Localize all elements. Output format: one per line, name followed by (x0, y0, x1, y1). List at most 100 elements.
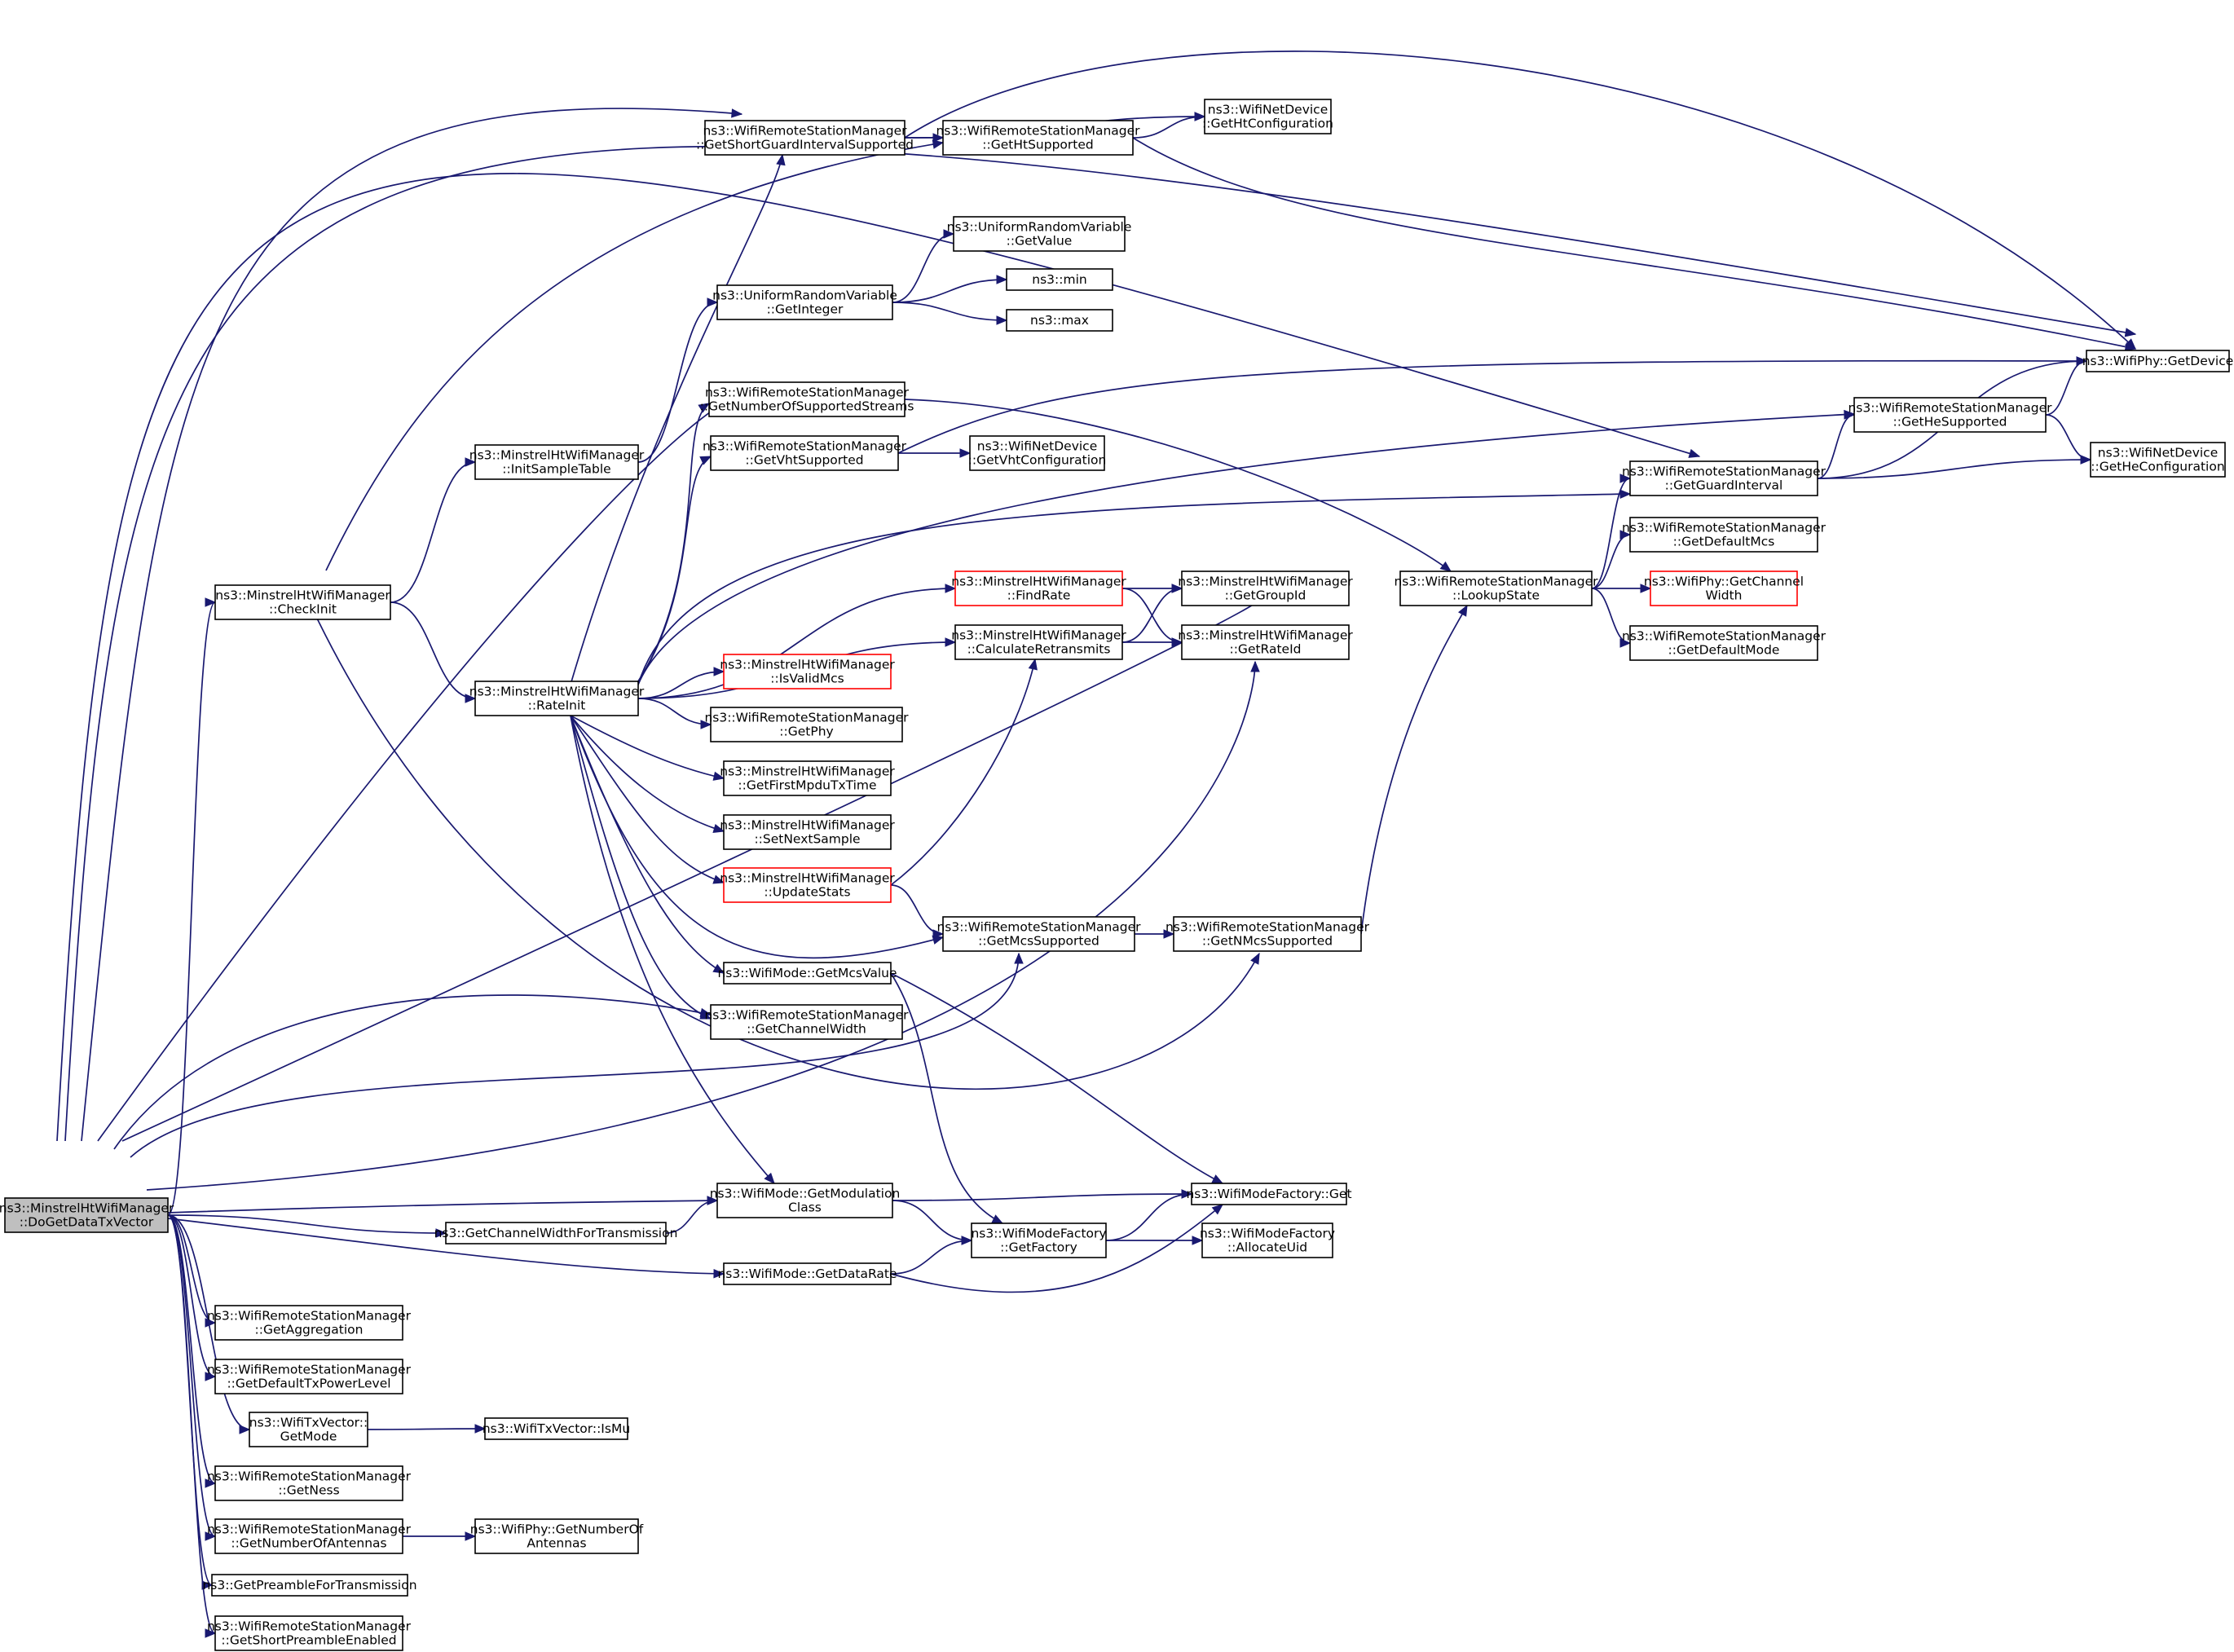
function-node-datarate[interactable]: ns3::WifiMode::GetDataRate (717, 1262, 897, 1285)
node-label-line: ns3::WifiRemoteStationManager (704, 711, 909, 725)
function-node-getdefmode[interactable]: ns3::WifiRemoteStationManager::GetDefaul… (1622, 625, 1826, 661)
function-node-getmcssup[interactable]: ns3::WifiRemoteStationManager::GetMcsSup… (936, 916, 1141, 952)
function-node-calcretrans[interactable]: ns3::MinstrelHtWifiManager::CalculateRet… (951, 624, 1126, 660)
function-node-findrate[interactable]: ns3::MinstrelHtWifiManager::FindRate (951, 570, 1126, 606)
arrow-head-icon (698, 403, 711, 413)
edge-line (892, 279, 1007, 303)
function-node-getrateid[interactable]: ns3::MinstrelHtWifiManager::GetRateId (1178, 624, 1353, 660)
function-node-nd_heconf[interactable]: ns3::WifiNetDevice::GetHeConfiguration (2090, 442, 2226, 478)
function-node-chwtx[interactable]: ns3::GetChannelWidthForTransmission (434, 1222, 678, 1245)
function-node-getnant[interactable]: ns3::WifiRemoteStationManager::GetNumber… (207, 1518, 412, 1554)
function-node-min[interactable]: ns3::min (1006, 268, 1113, 291)
function-node-max[interactable]: ns3::max (1006, 309, 1113, 332)
function-node-getspe[interactable]: ns3::WifiRemoteStationManager::GetShortP… (207, 1615, 412, 1651)
function-node-phy_chw[interactable]: ns3::WifiPhy::GetChannelWidth (1644, 570, 1804, 606)
node-label-line: ::GetGuardInterval (1665, 478, 1783, 493)
node-label-line: ns3::WifiTxVector:: (249, 1416, 368, 1430)
edge-line (637, 456, 712, 682)
arrow-head-icon (239, 1425, 251, 1434)
function-node-urv_getint[interactable]: ns3::UniformRandomVariable::GetInteger (712, 284, 897, 320)
node-box (708, 381, 905, 417)
function-node-getness[interactable]: ns3::WifiRemoteStationManager::GetNess (207, 1465, 412, 1501)
node-box (1629, 625, 1818, 661)
node-box (1191, 1183, 1347, 1205)
function-node-urv_getvalue[interactable]: ns3::UniformRandomVariable::GetValue (947, 216, 1132, 252)
node-label-line: GetMode (280, 1430, 337, 1444)
function-node-lookupstate[interactable]: ns3::WifiRemoteStationManager::LookupSta… (1394, 570, 1598, 606)
edge-line (167, 1200, 718, 1214)
node-label-line: ns3::WifiModeFactory::Get (1186, 1187, 1351, 1201)
node-box (211, 1574, 408, 1597)
arrow-head-icon (1619, 530, 1632, 540)
function-node-gethe[interactable]: ns3::WifiRemoteStationManager::GetHeSupp… (1848, 397, 2052, 433)
function-node-txv_ismu[interactable]: ns3::WifiTxVector::IsMu (482, 1417, 630, 1440)
arrow-head-icon (731, 108, 743, 118)
function-node-rateinit[interactable]: ns3::MinstrelHtWifiManager::RateInit (469, 681, 645, 716)
arrow-head-icon (1192, 1236, 1204, 1245)
node-box (214, 584, 391, 620)
function-node-getsgi[interactable]: ns3::WifiRemoteStationManager::GetShortG… (696, 120, 914, 156)
function-node-getaggr[interactable]: ns3::WifiRemoteStationManager::GetAggreg… (207, 1305, 412, 1341)
function-node-nd_htconf[interactable]: ns3::WifiNetDevice::GetHtConfiguration (1202, 99, 1333, 134)
function-node-getdefmcs[interactable]: ns3::WifiRemoteStationManager::GetDefaul… (1622, 517, 1826, 553)
node-box (1173, 916, 1362, 952)
function-node-root[interactable]: ns3::MinstrelHtWifiManager::DoGetDataTxV… (0, 1197, 174, 1233)
function-node-phy_getdevice[interactable]: ns3::WifiPhy::GetDevice (2082, 350, 2234, 372)
edge-line (570, 715, 725, 974)
function-node-getgroupid[interactable]: ns3::MinstrelHtWifiManager::GetGroupId (1178, 570, 1353, 606)
function-node-setnextsample[interactable]: ns3::MinstrelHtWifiManager::SetNextSampl… (720, 814, 895, 850)
node-label-line: ns3::MinstrelHtWifiManager (1178, 575, 1353, 589)
edge-line (570, 715, 725, 883)
function-node-getchw[interactable]: ns3::WifiRemoteStationManager::GetChanne… (704, 1004, 909, 1040)
call-edge-root-to-chwtx (167, 1214, 447, 1238)
arrow-head-icon (1640, 584, 1652, 593)
function-node-mf_alloc[interactable]: ns3::WifiModeFactory::AllocateUid (1200, 1222, 1335, 1258)
edge-line (637, 698, 712, 725)
node-box (716, 1183, 893, 1218)
function-node-updatestats[interactable]: ns3::MinstrelHtWifiManager::UpdateStats (720, 867, 895, 903)
edge-line (1121, 588, 1183, 643)
node-label-line: ns3::WifiRemoteStationManager (1622, 521, 1826, 535)
node-box (723, 962, 892, 985)
node-label-line: ns3::WifiMode::GetModulation (710, 1187, 901, 1201)
function-node-getnss[interactable]: ns3::WifiRemoteStationManager::GetNumber… (700, 381, 914, 417)
node-box (971, 1222, 1107, 1258)
function-node-phy_nant[interactable]: ns3::WifiPhy::GetNumberOfAntennas (470, 1518, 644, 1554)
node-label-line: ::CheckInit (269, 602, 337, 617)
function-node-getphy[interactable]: ns3::WifiRemoteStationManager::GetPhy (704, 707, 909, 742)
edge-line (1132, 116, 1205, 139)
node-box (1629, 517, 1818, 553)
arrow-head-icon (699, 456, 712, 465)
node-label-line: ns3::WifiPhy::GetDevice (2082, 354, 2234, 368)
call-edge-getgi-to-nd_heconf (1817, 455, 2092, 479)
function-node-getdeftxpwr[interactable]: ns3::WifiRemoteStationManager::GetDefaul… (207, 1359, 412, 1394)
function-node-initsample[interactable]: ns3::MinstrelHtWifiManager::InitSampleTa… (469, 444, 645, 480)
call-edge-root-to-phy_getdevice (64, 145, 2137, 1142)
node-box (484, 1417, 628, 1440)
node-box (1853, 397, 2047, 433)
function-node-getfirstmpdu[interactable]: ns3::MinstrelHtWifiManager::GetFirstMpdu… (720, 760, 895, 796)
node-box (716, 284, 893, 320)
node-box (710, 435, 899, 471)
function-node-getht[interactable]: ns3::WifiRemoteStationManager::GetHtSupp… (936, 120, 1140, 156)
function-node-nd_vhtconf[interactable]: ns3::WifiNetDevice::GetVhtConfiguration (968, 435, 1107, 471)
call-edge-root-to-checkinit (167, 597, 217, 1216)
function-node-checkinit[interactable]: ns3::MinstrelHtWifiManager::CheckInit (214, 584, 391, 620)
function-node-getnmcssup[interactable]: ns3::WifiRemoteStationManager::GetNMcsSu… (1165, 916, 1370, 952)
function-node-getgi[interactable]: ns3::WifiRemoteStationManager::GetGuardI… (1622, 460, 1826, 496)
arrow-head-icon (1457, 604, 1468, 617)
node-box (942, 916, 1135, 952)
edge-line (309, 602, 1260, 1090)
call-edge-checkinit-to-initsample (390, 457, 477, 603)
function-node-mcsvalue[interactable]: ns3::WifiMode::GetMcsValue (717, 962, 897, 985)
edge-line (390, 461, 476, 603)
function-node-isvalidmcs[interactable]: ns3::MinstrelHtWifiManager::IsValidMcs (720, 654, 895, 689)
function-node-mf_getfactory[interactable]: ns3::WifiModeFactory::GetFactory (971, 1222, 1107, 1258)
function-node-mf_get[interactable]: ns3::WifiModeFactory::Get (1186, 1183, 1352, 1205)
function-node-txv_getmode[interactable]: ns3::WifiTxVector::GetMode (249, 1412, 368, 1447)
node-label-line: ::GetHtSupported (982, 138, 1093, 152)
function-node-getvht[interactable]: ns3::WifiRemoteStationManager::GetVhtSup… (703, 435, 907, 471)
function-node-preamble[interactable]: ns3::GetPreambleForTransmission (202, 1574, 417, 1597)
edge-line (167, 1214, 216, 1484)
